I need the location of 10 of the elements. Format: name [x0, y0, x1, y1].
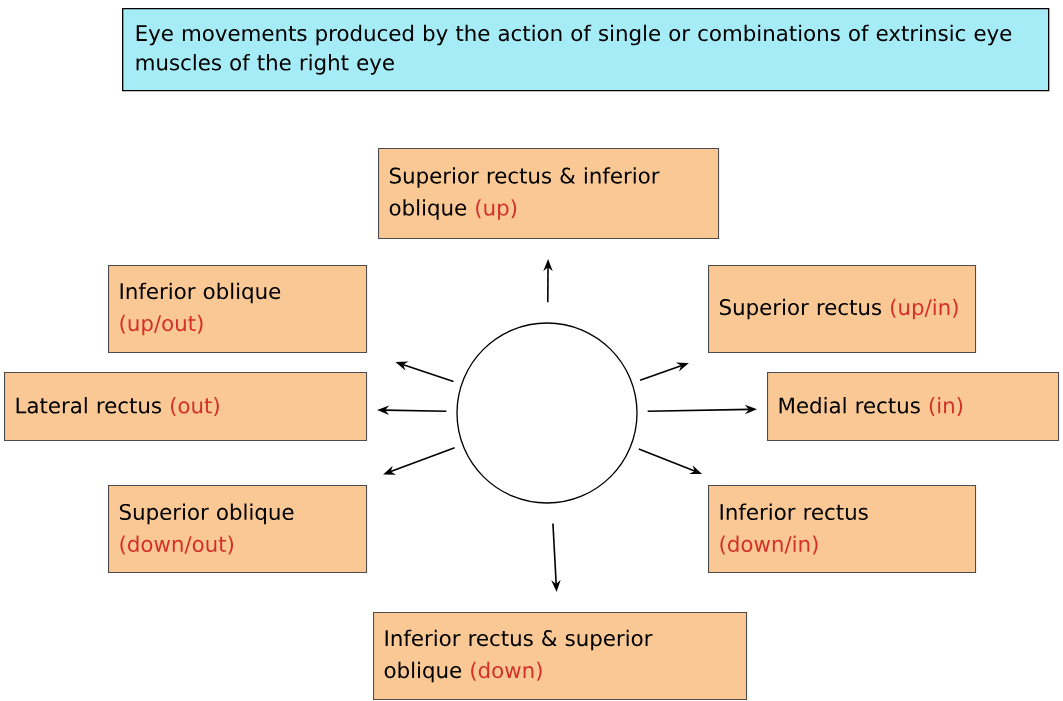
label-box: Superior rectus & inferior oblique (up) — [378, 148, 720, 240]
label-box: Inferior rectus (down/in) — [708, 485, 977, 574]
circle — [456, 322, 638, 504]
label-box: Superior rectus (up/in) — [708, 265, 977, 354]
label-box: Inferior rectus & superior oblique (down) — [373, 612, 748, 701]
title-box: Eye movements produced by the action of single or combinations of extrinsic eye muscles of the right eye — [122, 8, 1050, 92]
label-box: Lateral rectus (out) — [4, 372, 368, 442]
label-box: Medial rectus (in) — [767, 372, 1060, 442]
label-box: Inferior oblique (up/out) — [108, 265, 368, 354]
label-box: Superior oblique (down/out) — [108, 485, 368, 574]
